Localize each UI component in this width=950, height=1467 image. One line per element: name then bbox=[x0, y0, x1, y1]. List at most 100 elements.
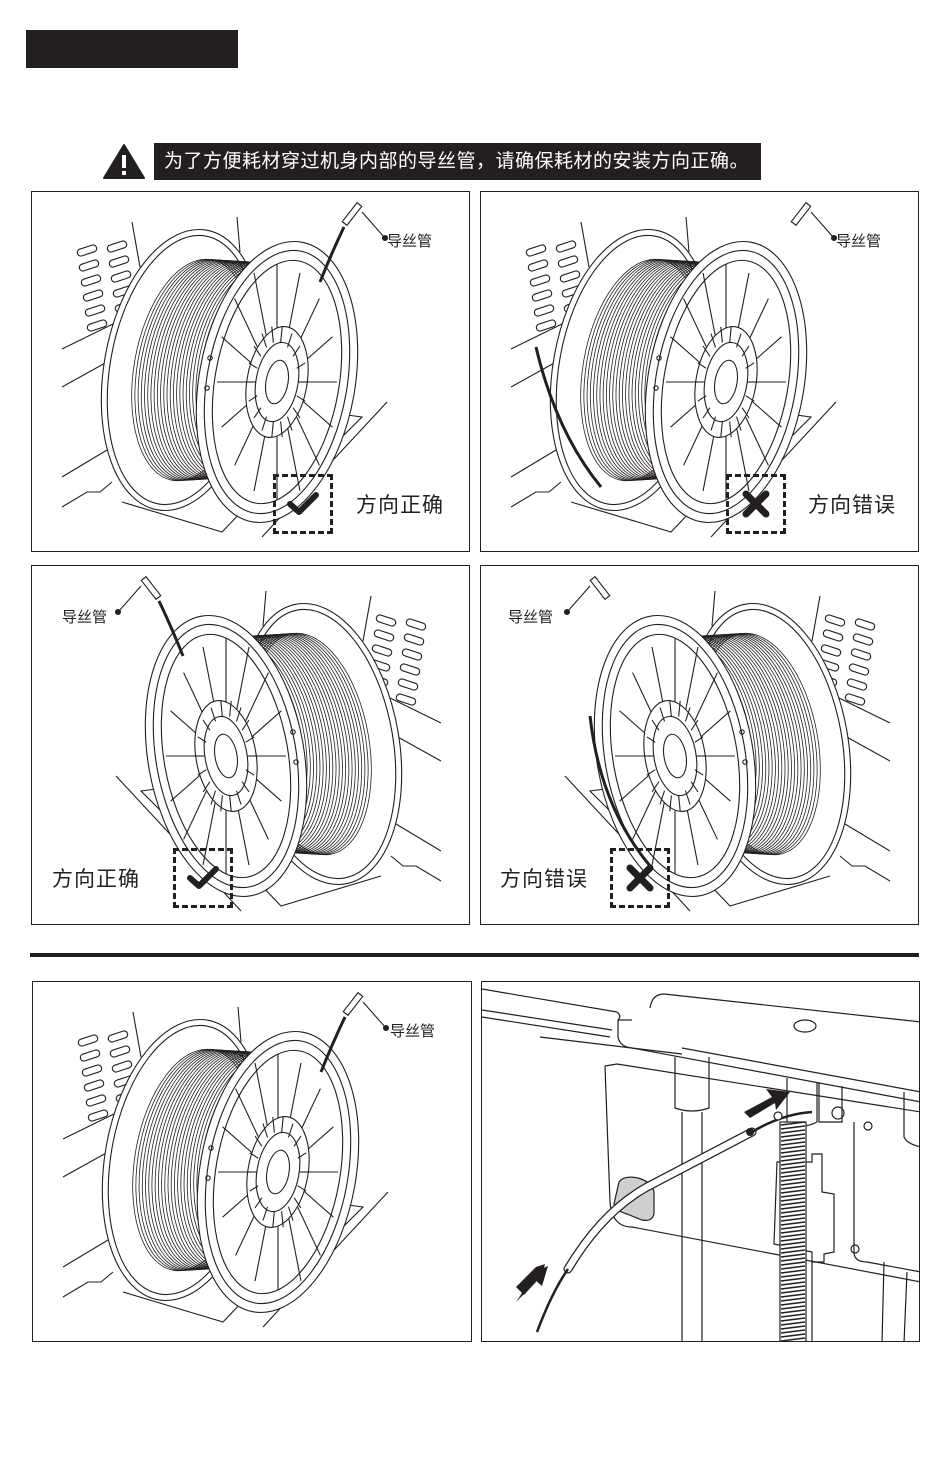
spool-hub-cell bbox=[287, 1206, 294, 1221]
cross-icon bbox=[626, 864, 654, 892]
verdict: 方向错误 bbox=[726, 474, 896, 534]
machine-edge bbox=[61, 321, 118, 350]
screw-thread bbox=[780, 1297, 806, 1302]
spool-hub-cell bbox=[281, 1211, 284, 1228]
screw-thread bbox=[780, 1213, 806, 1218]
vent-slot bbox=[371, 644, 393, 657]
flange-hole bbox=[290, 729, 296, 735]
screw-thread bbox=[780, 1265, 806, 1270]
spool-spoke bbox=[296, 417, 320, 466]
spool-hub-cell bbox=[197, 769, 207, 776]
screw-thread bbox=[780, 1205, 806, 1210]
spool-hub-cell bbox=[694, 769, 704, 776]
spool-hub-cell bbox=[296, 362, 306, 369]
panel-top-left-correct: 导丝管 方向正确 bbox=[31, 191, 470, 552]
spool-hub-cell bbox=[271, 326, 274, 343]
spool-hub-cell bbox=[220, 700, 223, 717]
spool-hub-cell bbox=[210, 790, 217, 805]
vent-slot bbox=[535, 319, 557, 332]
vent-slot bbox=[820, 644, 842, 657]
spool-spoke bbox=[236, 802, 250, 866]
screw-thread bbox=[780, 1121, 806, 1126]
spool-hub-cell bbox=[210, 707, 217, 722]
rail-line bbox=[482, 988, 618, 1013]
spool-front-flange-rim bbox=[601, 623, 749, 889]
rail-line bbox=[482, 1016, 611, 1038]
spool-hub-cell bbox=[296, 395, 306, 402]
verdict-text: 方向错误 bbox=[500, 867, 588, 891]
spool-hub-cell bbox=[678, 795, 681, 812]
filament-strand bbox=[534, 346, 603, 488]
spool-hub-cell bbox=[684, 790, 691, 805]
spool-hub-cell bbox=[702, 345, 711, 357]
verdict-text: 方向错误 bbox=[808, 493, 896, 517]
machine-edge bbox=[510, 481, 562, 508]
tube-leader-dot bbox=[563, 608, 571, 616]
spool-hub-cell bbox=[292, 407, 301, 419]
spool-spoke bbox=[619, 774, 650, 802]
warning-triangle-icon bbox=[103, 144, 145, 179]
screw-thread bbox=[780, 1181, 806, 1186]
spool-hub-cell bbox=[241, 781, 250, 793]
section-divider bbox=[30, 953, 919, 957]
spool-spoke bbox=[245, 672, 269, 721]
filament-tube bbox=[114, 575, 162, 616]
spool-spoke bbox=[287, 272, 301, 336]
screw-thread bbox=[780, 1289, 806, 1294]
spool-front-flange-rim bbox=[203, 249, 351, 515]
spool-illustration bbox=[61, 201, 389, 538]
spool-hub-ring bbox=[254, 341, 300, 423]
screw-thread bbox=[780, 1157, 806, 1162]
verdict: 方向错误 bbox=[500, 848, 670, 908]
vent-slot bbox=[401, 648, 423, 661]
spool-spoke bbox=[683, 298, 707, 347]
spool-hub-cell bbox=[745, 362, 755, 369]
tube-leader-line bbox=[810, 211, 834, 238]
spool-hub-cell bbox=[286, 333, 293, 348]
spool-hub-cell bbox=[249, 1152, 259, 1159]
spool-hub-ring bbox=[203, 715, 249, 797]
spool-spoke bbox=[702, 428, 716, 492]
machine-edge bbox=[385, 695, 442, 724]
spool-hub-cell bbox=[720, 421, 723, 438]
flange-hole bbox=[656, 355, 662, 361]
spool-spoke bbox=[222, 1126, 253, 1154]
spool-hub-cell bbox=[729, 421, 732, 438]
spool-hub-cell bbox=[245, 736, 255, 743]
screw-thread bbox=[780, 1173, 806, 1178]
flange-hole bbox=[742, 759, 748, 765]
vent-slot bbox=[109, 1045, 131, 1058]
rail-line bbox=[539, 1036, 683, 1055]
vent-slot bbox=[527, 259, 549, 272]
screw-thread bbox=[780, 1333, 806, 1338]
screw-thread bbox=[780, 1169, 806, 1174]
cross-icon bbox=[742, 490, 770, 518]
spool-hub-cell bbox=[702, 407, 711, 419]
spool-spoke bbox=[702, 272, 716, 336]
spool-hub-cell bbox=[735, 333, 742, 348]
machine-edge bbox=[395, 735, 442, 762]
vent-slot bbox=[529, 274, 551, 287]
spool-hub-cell bbox=[235, 707, 242, 722]
spool-hub-cell bbox=[690, 781, 699, 793]
screw-thread bbox=[780, 1193, 806, 1198]
spool-front-flange-rim bbox=[204, 1039, 352, 1305]
spool-hub-cell bbox=[287, 1123, 294, 1138]
spool-spoke bbox=[288, 1218, 302, 1282]
machine-edge bbox=[262, 590, 267, 627]
spool-spoke bbox=[632, 791, 656, 840]
verdict-text: 方向正确 bbox=[356, 493, 444, 517]
vent-slot bbox=[79, 1049, 101, 1062]
screw-thread bbox=[780, 1233, 806, 1238]
vent-slot bbox=[397, 678, 419, 691]
spool-hub-cell bbox=[202, 719, 211, 731]
spool-spoke bbox=[745, 417, 769, 466]
machine-edge bbox=[237, 1006, 242, 1043]
rail-line bbox=[482, 1009, 613, 1031]
screw-thread bbox=[780, 1137, 806, 1142]
screw-thread bbox=[780, 1277, 806, 1282]
spool-hub-cell bbox=[272, 1116, 275, 1133]
screw-thread bbox=[780, 1321, 806, 1326]
panel-middle-left-correct: 导丝管 方向正确 bbox=[31, 565, 470, 925]
screw-thread bbox=[780, 1257, 806, 1262]
